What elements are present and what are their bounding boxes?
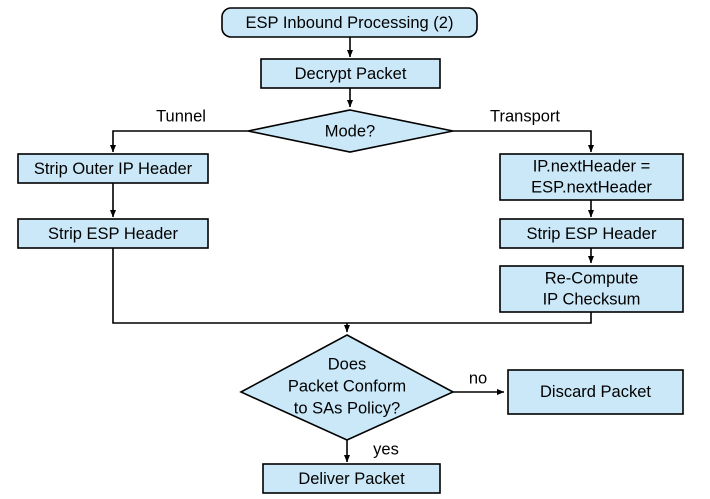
strip-outer-ip-node-label: Strip Outer IP Header (34, 160, 193, 178)
strip-esp-tunnel-node-label: Strip ESP Header (48, 225, 178, 243)
conform-node-label-line2: Packet Conform (288, 377, 406, 395)
discard-node-shape (507, 369, 684, 415)
recompute-node-label-line1: Re-Compute (545, 269, 639, 287)
start-node-label: ESP Inbound Processing (2) (246, 14, 454, 32)
recompute-node-label-line2: IP Checksum (543, 290, 641, 308)
node-discard-packet[interactable]: Discard Packet (507, 369, 684, 415)
node-strip-outer-ip-header[interactable]: Strip Outer IP Header (17, 153, 209, 184)
edge-label-tunnel: Tunnel (156, 107, 206, 125)
connector-mode-transport (453, 130, 595, 153)
conform-node-shape (239, 334, 455, 441)
edge-label-yes: yes (373, 440, 399, 458)
node-mode-decision[interactable]: Mode? (247, 109, 454, 153)
node-esp-inbound-processing[interactable]: ESP Inbound Processing (2) (221, 7, 478, 38)
node-recompute-ip-checksum[interactable]: Re-Compute IP Checksum (499, 265, 684, 313)
recompute-node-shape (499, 265, 684, 313)
decrypt-node-shape (260, 58, 441, 89)
strip-esp-transport-node-shape (499, 218, 684, 249)
strip-outer-ip-node-shape (17, 153, 209, 184)
strip-esp-transport-node-label: Strip ESP Header (527, 225, 657, 243)
edge-label-no: no (469, 369, 487, 387)
conform-node-label-line1: Does (328, 355, 367, 373)
next-header-node-label-line2: ESP.nextHeader (531, 178, 652, 196)
deliver-node-label: Deliver Packet (298, 470, 405, 488)
node-strip-esp-header-transport[interactable]: Strip ESP Header (499, 218, 684, 249)
node-conform-decision[interactable]: Does Packet Conform to SAs Policy? (239, 334, 455, 441)
connector-branch-merge (112, 248, 592, 324)
mode-node-shape (247, 109, 454, 153)
start-node-shape (221, 7, 478, 38)
conform-node-label-line3: to SAs Policy? (294, 399, 400, 417)
node-ip-nextheader-assignment[interactable]: IP.nextHeader = ESP.nextHeader (499, 153, 684, 201)
discard-node-label: Discard Packet (540, 383, 651, 401)
edge-label-transport: Transport (490, 107, 560, 125)
connector-mode-tunnel (109, 130, 248, 153)
node-decrypt-packet[interactable]: Decrypt Packet (260, 58, 441, 89)
mode-node-label: Mode? (325, 122, 375, 140)
decrypt-node-label: Decrypt Packet (295, 65, 407, 83)
node-strip-esp-header-tunnel[interactable]: Strip ESP Header (17, 218, 209, 249)
next-header-node-shape (499, 153, 684, 201)
deliver-node-shape (262, 463, 441, 494)
next-header-node-label-line1: IP.nextHeader = (533, 157, 651, 175)
node-deliver-packet[interactable]: Deliver Packet (262, 463, 441, 494)
strip-esp-tunnel-node-shape (17, 218, 209, 249)
